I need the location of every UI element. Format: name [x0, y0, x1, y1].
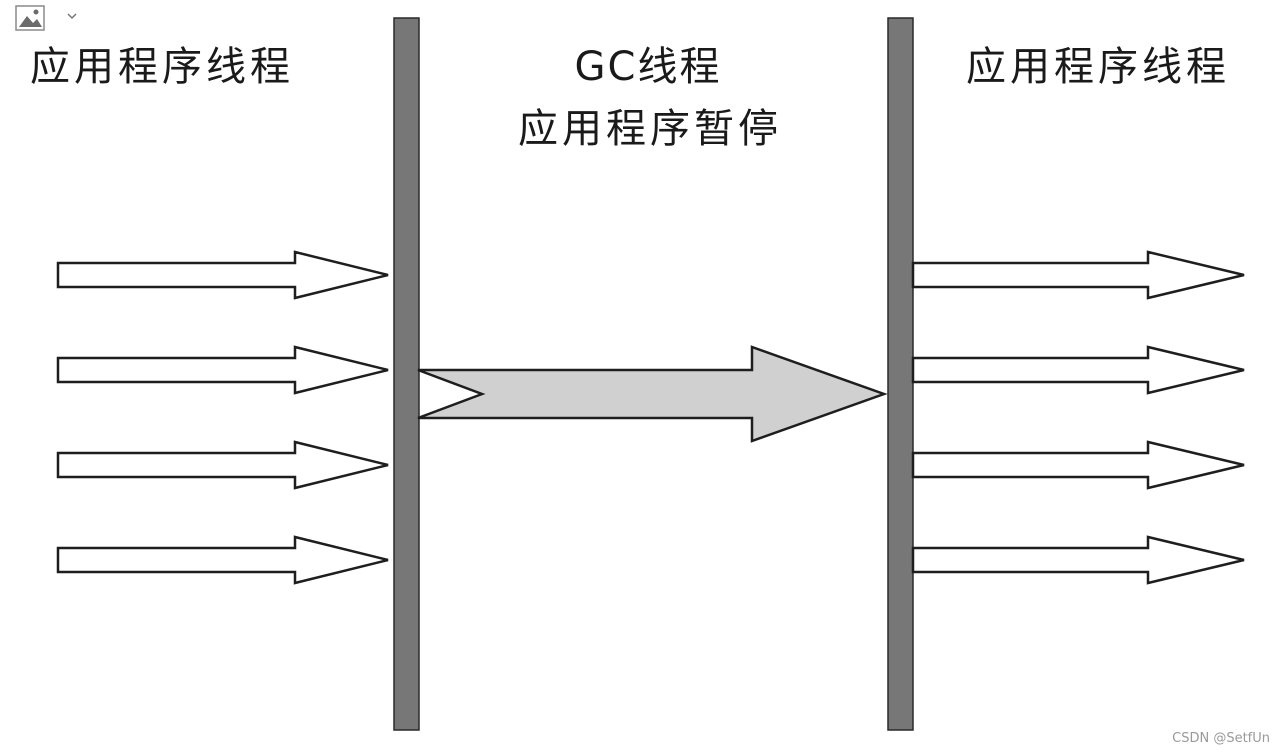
- left-thread-arrow: [56, 535, 389, 585]
- left-thread-arrows: [56, 250, 389, 585]
- image-icon: [15, 5, 77, 31]
- right-thread-arrow: [911, 535, 1245, 585]
- left-phase-label: 应用程序线程: [30, 44, 294, 90]
- right-thread-arrow: [911, 440, 1245, 490]
- gc-thread-label: GC线程: [575, 44, 722, 90]
- pause-end-barrier: [887, 17, 914, 731]
- csdn-watermark: CSDN @SetfUn: [1172, 731, 1270, 746]
- right-thread-arrow: [911, 345, 1245, 395]
- right-phase-label: 应用程序线程: [966, 44, 1230, 90]
- right-thread-arrow: [911, 250, 1245, 300]
- left-thread-arrow: [56, 250, 389, 300]
- pause-start-barrier: [393, 17, 420, 731]
- app-pause-label: 应用程序暂停: [518, 106, 782, 152]
- right-thread-arrows: [911, 250, 1245, 585]
- left-thread-arrow: [56, 345, 389, 395]
- gc-thread-arrow: [417, 345, 888, 443]
- left-thread-arrow: [56, 440, 389, 490]
